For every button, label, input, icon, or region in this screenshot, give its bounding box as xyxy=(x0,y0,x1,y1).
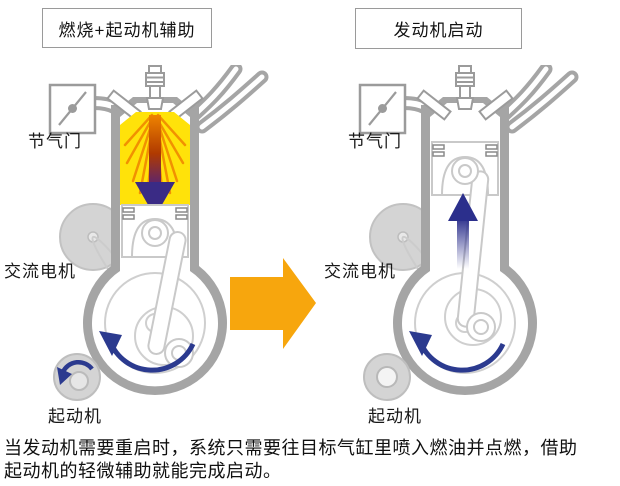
right-title-box: 发动机启动 xyxy=(355,8,522,49)
left-title: 燃烧+起动机辅助 xyxy=(58,20,196,40)
combustion-down-arrow-icon xyxy=(135,115,175,217)
left-title-box: 燃烧+起动机辅助 xyxy=(42,8,212,48)
crank-rotation-arrow-icon xyxy=(99,331,196,373)
connecting-rod xyxy=(451,157,496,342)
caption-line-1: 当发动机需要重启时，系统只需要往目标气缸里喷入燃油并点燃，借助 xyxy=(4,438,578,458)
combustion-flame xyxy=(120,112,190,217)
starter-motor-icon xyxy=(53,353,101,401)
left-ac-motor-label: 交流电机 xyxy=(4,262,76,281)
right-starter-label: 起动机 xyxy=(368,407,422,426)
right-title: 发动机启动 xyxy=(393,21,484,40)
right-ac-motor-label: 交流电机 xyxy=(324,262,396,281)
crank-rotation-arrow-icon xyxy=(409,331,506,373)
starter-motor-icon xyxy=(363,353,411,401)
piston-up-arrow-icon xyxy=(448,193,478,269)
throttle-valve-icon xyxy=(48,83,97,135)
starter-rotation-arrow-icon xyxy=(57,359,94,385)
spark-plug-icon xyxy=(455,65,475,110)
throttle-valve-icon xyxy=(358,83,407,135)
right-engine-diagram xyxy=(358,65,579,401)
left-starter-label: 起动机 xyxy=(48,407,102,426)
caption-text: 当发动机需要重启时，系统只需要往目标气缸里喷入燃油并点燃，借助 起动机的轻微辅助… xyxy=(4,437,618,483)
right-throttle-label: 节气门 xyxy=(348,132,402,151)
left-engine-diagram xyxy=(48,65,269,401)
spark-plug-icon xyxy=(145,65,165,110)
caption-line-2: 起动机的轻微辅助就能完成启动。 xyxy=(4,461,282,481)
left-throttle-label: 节气门 xyxy=(28,132,82,151)
transition-arrow-icon xyxy=(230,258,316,349)
